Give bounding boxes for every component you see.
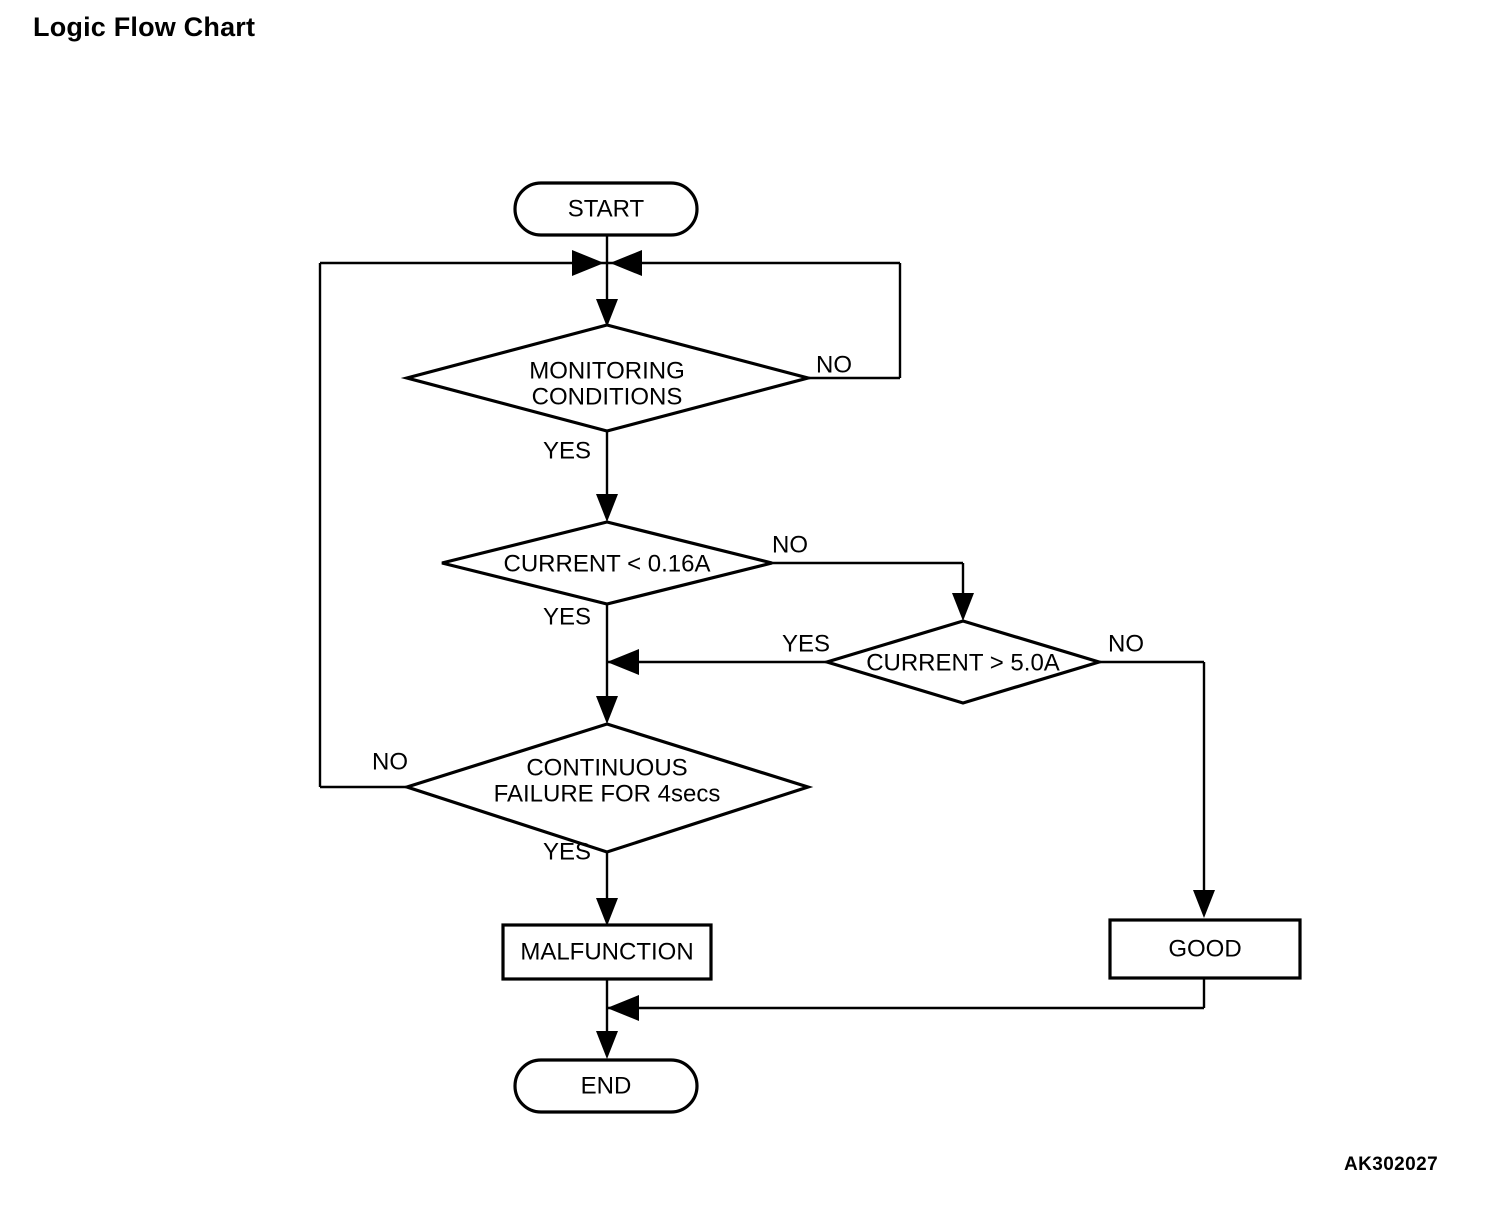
- edge-labels: NO YES NO YES YES NO NO YES: [372, 351, 1144, 865]
- arrow-into-current-low: [596, 494, 618, 522]
- node-good[interactable]: GOOD: [1108, 918, 1302, 980]
- cont-fail-shape: [401, 722, 814, 854]
- connectors: [318, 235, 1215, 1059]
- current-high-shape: [821, 619, 1105, 705]
- arrow-merge-current-high-yes: [607, 649, 639, 675]
- junction-arrow-from-left: [572, 250, 604, 276]
- node-end[interactable]: END: [513, 1058, 699, 1114]
- node-start[interactable]: START: [513, 181, 699, 237]
- node-current-less-than[interactable]: CURRENT < 0.16A: [441, 520, 773, 606]
- monitoring-label-line1: MONITORING: [529, 357, 685, 384]
- current-low-shape: [441, 520, 773, 606]
- edge-label-current-low-yes: YES: [543, 603, 591, 630]
- cont-fail-label-line1: CONTINUOUS: [526, 754, 687, 781]
- arrow-into-monitoring: [596, 299, 618, 327]
- cont-fail-label-line2: FAILURE FOR 4secs: [494, 780, 721, 807]
- edge-label-current-high-yes: YES: [782, 630, 830, 657]
- edge-label-current-high-no: NO: [1108, 630, 1144, 657]
- start-label: START: [568, 195, 645, 222]
- edge-label-cont-fail-yes: YES: [543, 838, 591, 865]
- start-shape: [513, 181, 699, 237]
- figure-code: AK302027: [1344, 1154, 1439, 1175]
- arrow-into-malfunction: [596, 898, 618, 926]
- good-label: GOOD: [1168, 935, 1241, 962]
- junction-arrow-from-right: [610, 250, 642, 276]
- current-low-label: CURRENT < 0.16A: [504, 550, 711, 577]
- arrow-merge-good: [607, 995, 639, 1021]
- node-monitoring-conditions[interactable]: MONITORING CONDITIONS: [400, 323, 815, 433]
- monitoring-label-line2: CONDITIONS: [532, 383, 683, 410]
- arrow-into-good: [1193, 890, 1215, 918]
- good-shape: [1108, 918, 1302, 980]
- malfunction-shape: [501, 923, 713, 981]
- edge-label-monitoring-no: NO: [816, 351, 852, 378]
- edge-label-cont-fail-no: NO: [372, 748, 408, 775]
- end-shape: [513, 1058, 699, 1114]
- node-continuous-failure[interactable]: CONTINUOUS FAILURE FOR 4secs: [401, 722, 814, 854]
- arrow-into-current-high: [952, 593, 974, 621]
- arrow-into-cont-fail: [596, 696, 618, 724]
- node-current-greater-than[interactable]: CURRENT > 5.0A: [821, 619, 1105, 705]
- edge-label-monitoring-yes: YES: [543, 437, 591, 464]
- current-high-label: CURRENT > 5.0A: [866, 649, 1060, 676]
- node-malfunction[interactable]: MALFUNCTION: [501, 923, 713, 981]
- end-label: END: [581, 1072, 632, 1099]
- page-title: Logic Flow Chart: [33, 12, 256, 42]
- arrow-into-end: [596, 1031, 618, 1059]
- monitoring-shape: [400, 323, 815, 433]
- edge-label-current-low-no: NO: [772, 531, 808, 558]
- malfunction-label: MALFUNCTION: [520, 938, 693, 965]
